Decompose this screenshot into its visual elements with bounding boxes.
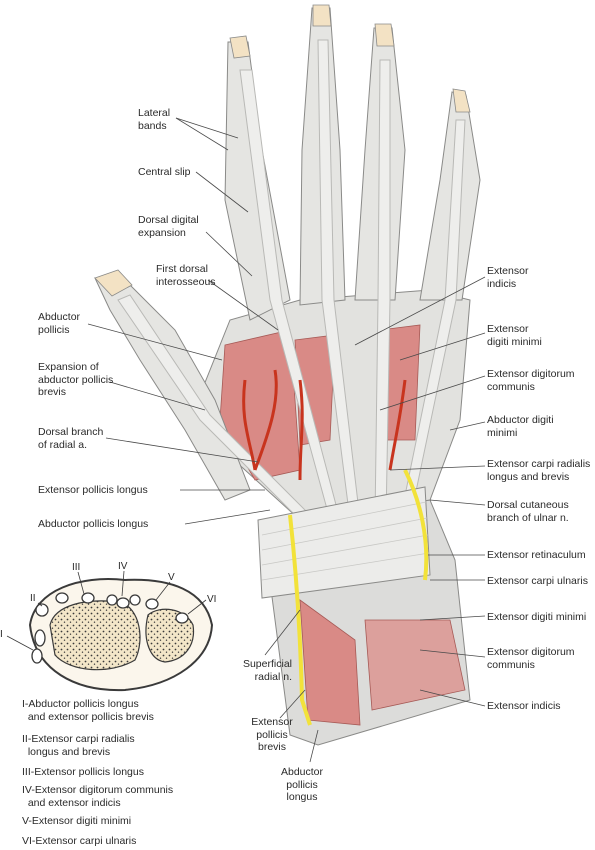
numeral-VI: VI bbox=[207, 594, 216, 605]
label-extensor-digitorum-communis-top: Extensor digitorum communis bbox=[487, 368, 575, 393]
superficial-radial-nerve bbox=[288, 514, 312, 726]
numeral-V: V bbox=[168, 572, 175, 583]
label-dorsal-digital-expansion: Dorsal digital expansion bbox=[138, 214, 199, 239]
numeral-II: II bbox=[30, 593, 36, 604]
label-extensor-pollicis-longus: Extensor pollicis longus bbox=[38, 484, 148, 496]
legend-item-VI: VI-Extensor carpi ulnaris bbox=[22, 835, 137, 847]
label-extensor-digiti-minimi-bottom: Extensor digiti minimi bbox=[487, 611, 587, 623]
legend-item-V: V-Extensor digiti minimi bbox=[22, 815, 132, 827]
label-dorsal-cutaneous-branch-ulnar-nerve: Dorsal cutaneous branch of ulnar n. bbox=[487, 499, 569, 524]
extensor-retinaculum bbox=[257, 486, 431, 599]
label-abductor-pollicis: Abductor pollicis bbox=[38, 311, 81, 336]
compartment-ovals bbox=[31, 592, 189, 664]
thumb-tip-bone bbox=[94, 269, 133, 297]
label-abductor-digiti-minimi: Abductor digiti minimi bbox=[487, 414, 554, 439]
legend-item-IV: IV-Extensor digitorum communis and exten… bbox=[22, 784, 174, 809]
numeral-I: I bbox=[0, 629, 3, 640]
label-extensor-indicis-bottom: Extensor indicis bbox=[487, 700, 561, 712]
index-tip-bone bbox=[229, 35, 251, 59]
legend-item-II: II-Extensor carpi radialis longus and br… bbox=[22, 733, 135, 758]
label-abductor-pollicis-longus: Abductor pollicis longus bbox=[38, 518, 149, 530]
forearm-muscle-left bbox=[299, 599, 361, 726]
little-tip-bone bbox=[452, 88, 471, 113]
label-first-dorsal-interosseous: First dorsal interosseous bbox=[156, 263, 216, 288]
label-expansion-abductor-pollicis-brevis: Expansion of abductor pollicis brevis bbox=[38, 361, 114, 398]
radius-bone-section bbox=[49, 600, 141, 671]
extensor-tendons bbox=[117, 39, 466, 521]
middle-tip-bone bbox=[312, 4, 332, 27]
label-extensor-carpi-radialis: Extensor carpi radialis longus and brevi… bbox=[487, 458, 591, 483]
dorsal-cutaneous-ulnar-nerve bbox=[403, 469, 429, 581]
label-extensor-digitorum-communis-bottom: Extensor digitorum communis bbox=[487, 646, 575, 671]
label-superficial-radial-nerve: Superficial radial n. bbox=[242, 658, 292, 683]
label-extensor-indicis-top: Extensor indicis bbox=[487, 265, 529, 290]
label-lateral-bands: Lateral bands bbox=[138, 107, 171, 132]
label-extensor-digiti-minimi-top: Extensor digiti minimi bbox=[487, 323, 542, 348]
ring-tip-bone bbox=[374, 23, 395, 47]
numeral-III: III bbox=[72, 562, 80, 573]
label-extensor-retinaculum: Extensor retinaculum bbox=[487, 549, 586, 561]
thumb bbox=[94, 277, 251, 501]
wrist-cross-section-inset bbox=[28, 578, 214, 692]
retinaculum-fibers bbox=[261, 501, 430, 581]
dorsal-branch-radial-artery bbox=[242, 369, 407, 481]
numeral-IV: IV bbox=[118, 561, 128, 572]
legend-item-III: III-Extensor pollicis longus bbox=[22, 766, 144, 778]
numeral-leader-lines bbox=[6, 570, 207, 651]
label-dorsal-branch-radial-artery: Dorsal branch of radial a. bbox=[38, 426, 104, 451]
label-central-slip: Central slip bbox=[138, 166, 191, 178]
label-extensor-pollicis-brevis: Extensor pollicis brevis bbox=[251, 716, 293, 753]
label-extensor-carpi-ulnaris: Extensor carpi ulnaris bbox=[487, 575, 588, 587]
label-abductor-pollicis-longus-bottom: Abductor pollicis longus bbox=[280, 766, 324, 803]
leader-lines bbox=[87, 117, 486, 763]
compartment-numeral-labels: I II III IV V VI bbox=[0, 561, 216, 640]
legend-item-I: I-Abductor pollicis longus and extensor … bbox=[22, 698, 154, 723]
